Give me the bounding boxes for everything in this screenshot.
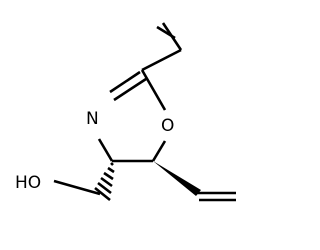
bond-c2-n-double-inner [113,77,147,102]
atom-label-n: N [86,109,99,129]
atom-label-ho: HO [15,173,41,193]
bond-ch2-oh [53,179,101,196]
molecule-structure: N O HO [15,22,236,202]
atom-label-o: O [161,116,174,136]
bond-o-c5 [151,140,167,162]
hashed-wedge-c4-ch2 [94,162,115,202]
bond-vinyl1-double-inner [156,25,176,40]
bond-c2-vinyl1 [141,48,182,72]
bond-c2-n-double-outer [109,70,141,94]
bond-c4-n [97,138,114,162]
wedge-bond-c5-vinyl [153,161,201,196]
bond-c2-o [140,69,167,111]
